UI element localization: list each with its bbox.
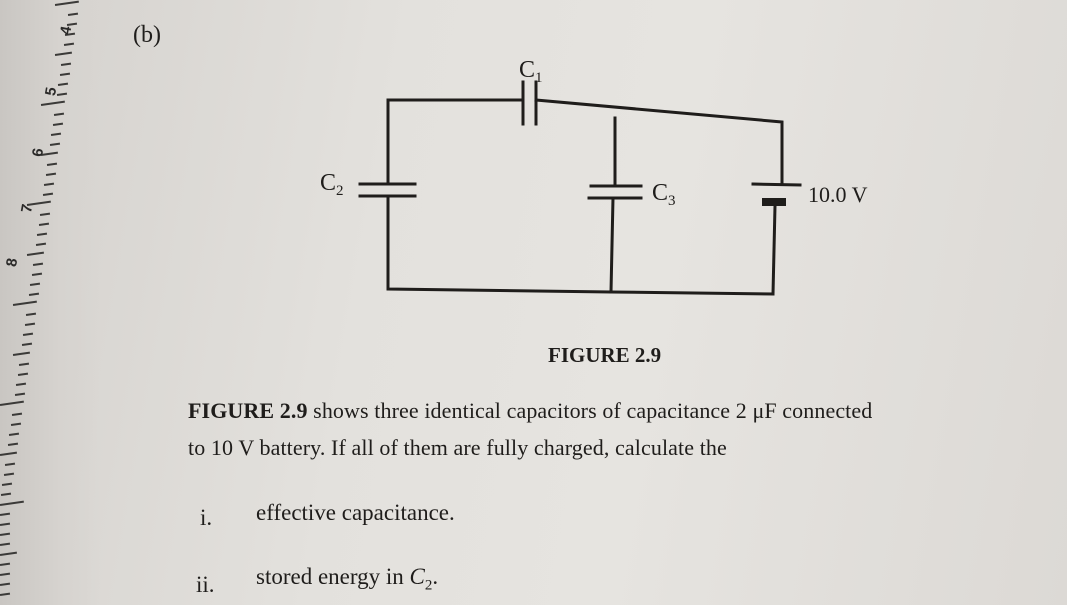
battery-label: 10.0 V	[808, 182, 868, 207]
ruler-tick	[9, 432, 20, 436]
c3-label: C3	[652, 180, 676, 209]
ruler-tick	[4, 462, 16, 466]
ruler-tick	[0, 451, 17, 456]
ruler-tick	[18, 362, 30, 366]
ruler-tick	[21, 342, 32, 346]
ruler-tick	[0, 562, 11, 566]
ruler-tick	[0, 582, 11, 586]
variable-c: C	[409, 564, 425, 589]
battery-plate-short	[762, 198, 786, 206]
figure-caption: FIGURE 2.9	[548, 343, 662, 367]
ruler-tick	[0, 532, 11, 536]
ruler: 4 5 6 7 8	[0, 0, 100, 605]
ruler-tick	[16, 382, 27, 386]
c2-label: C2	[320, 170, 344, 199]
figure-reference: FIGURE 2.9	[188, 398, 308, 423]
ruler-tick	[0, 512, 11, 516]
c1-label: C1	[519, 57, 543, 86]
ruler-tick	[0, 542, 11, 546]
ruler-tick	[13, 351, 31, 356]
ruler-tick	[0, 551, 17, 556]
wire-top-right	[534, 98, 784, 186]
circuit-diagram: C1 C2 C3 10.0 V	[320, 57, 868, 296]
ruler-tick	[0, 592, 11, 596]
battery-wire-bottom	[771, 204, 777, 296]
ruler-tick	[0, 500, 24, 506]
paragraph-text: shows three identical capacitors of capa…	[307, 398, 873, 423]
wire-bottom	[386, 194, 775, 296]
ruler-tick	[3, 472, 14, 476]
ruler-tick	[0, 572, 11, 576]
battery-plate-long	[751, 182, 802, 187]
wire-top-left	[386, 98, 525, 185]
paragraph-line-1: FIGURE 2.9 shows three identical capacit…	[188, 398, 872, 424]
ruler-tick	[7, 442, 18, 446]
paragraph-line-2: to 10 V battery. If all of them are full…	[188, 435, 727, 460]
part-label: (b)	[133, 22, 161, 48]
ruler-tick	[0, 400, 24, 406]
ruler-tick	[0, 522, 11, 526]
question-text: stored energy in C2.	[256, 564, 439, 594]
ruler-tick	[2, 482, 13, 486]
question-text: effective capacitance.	[256, 500, 455, 525]
question-number: ii.	[196, 572, 215, 597]
ruler-tick	[14, 392, 25, 396]
ruler-tick	[17, 372, 28, 376]
c3-wire-bottom	[609, 196, 615, 294]
ruler-tick	[10, 422, 21, 426]
ruler-tick	[11, 412, 23, 416]
ruler-tick	[0, 492, 11, 496]
question-number: i.	[200, 505, 213, 530]
